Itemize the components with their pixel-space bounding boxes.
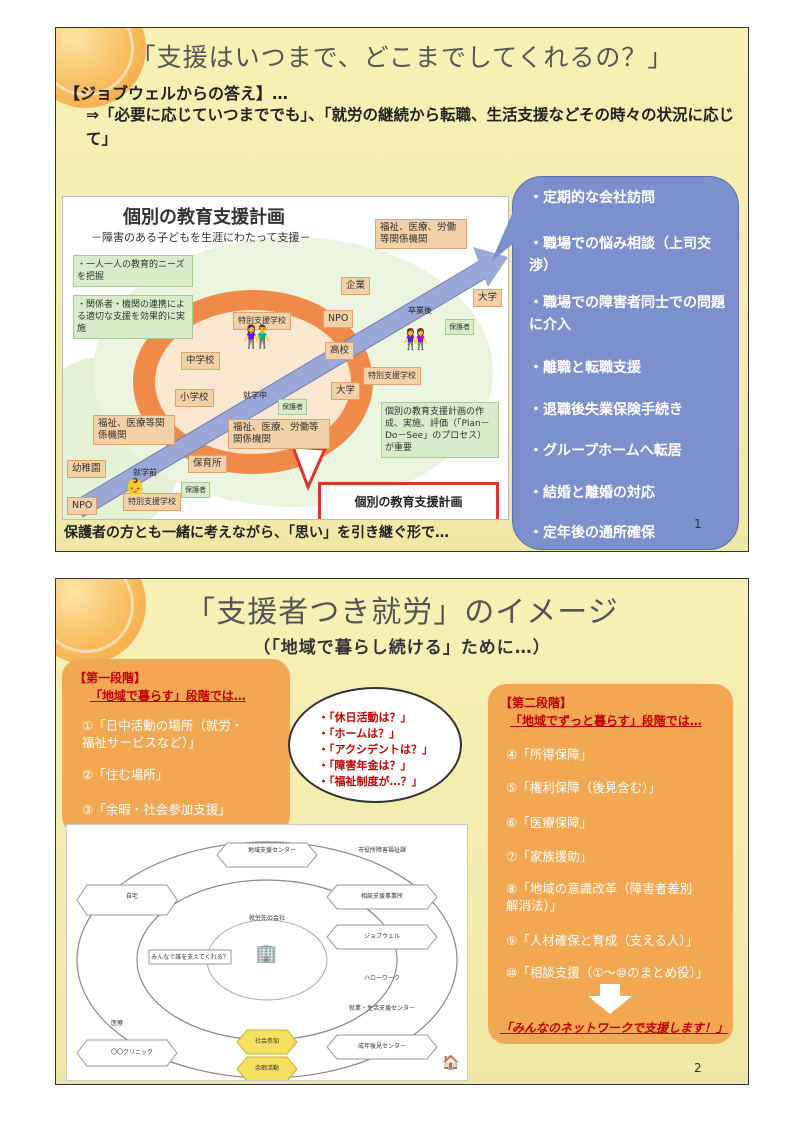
answer-heading: 【ジョブウェルからの答え】…	[64, 84, 289, 103]
stage-2-item-5: ⑤「権利保障（後見含む）」	[506, 780, 661, 795]
label-graduate: 卒業後	[408, 306, 432, 315]
questions-list: ・「休日活動は？」 ・「ホームは？」 ・「アクシデントは？」 ・「障害年金は？」…	[318, 710, 433, 790]
lifetime-arrow-head	[473, 247, 508, 287]
building-icon: 🏢	[255, 943, 278, 964]
stage-1-lead: 「地域で暮らす」段階では…	[90, 689, 246, 703]
node-center-question: みんなで誰を支えてくれる？	[151, 954, 229, 961]
node-social: 社会参加	[254, 1038, 279, 1045]
box-kindergarten: 幼稚園	[67, 460, 106, 478]
toddlers-illustration-icon: 👶	[125, 477, 145, 496]
label-guardian-top: 保護者	[445, 319, 474, 335]
node-job-center: 地域支援センター	[247, 847, 296, 854]
plan-note-pdcs: 個別の教育支援計画の作成、実施、評価（「Plan－Do－See」のプロセス）が重…	[381, 402, 499, 458]
label-guardian-bottom: 保護者	[181, 482, 210, 498]
stage-2-item-7: ⑦「家族援助」	[506, 849, 593, 864]
node-employer: 就労先の会社	[248, 915, 285, 922]
plan-note-cooperation: ・関係者・機関の連携による適切な支援を効果的に実施	[73, 295, 193, 339]
box-elementary: 小学校	[175, 389, 214, 407]
stage-2-item-9: ⑨「人材確保と育成（支える人）」	[506, 933, 699, 948]
stage-2-item-10: ⑩「相談支援（①～⑩のまとめ役）」	[506, 965, 709, 980]
support-network-map: 地域支援センター 市役所障害福祉課 自宅 相談支援事業所 ジョブウェル ハローワ…	[66, 824, 468, 1081]
label-preschool: 就学前	[133, 468, 157, 477]
slide-2: 「支援者つき就労」のイメージ （「地域で暮らし続ける」ために…） 【第一段階】 …	[55, 578, 749, 1085]
plan-callout-box: 個別の教育支援計画	[318, 482, 499, 519]
support-item-3: ・職場での障害者同士での問題に介入	[529, 295, 725, 333]
slide-subtitle: （「地域で暮らし続ける」ために…）	[253, 638, 551, 658]
box-university-top: 大学	[473, 289, 503, 307]
label-in-school: 就学中	[243, 391, 267, 400]
stage-2-item-4: ④「所得保障」	[506, 747, 593, 762]
plan-subtitle: －障害のある子どもを生涯にわたって支援－	[91, 231, 311, 244]
node-leisure: 余暇活動	[254, 1065, 279, 1072]
questions-cloud	[288, 687, 462, 803]
box-nursery: 保育所	[188, 455, 227, 473]
sun-ring-decoration	[56, 579, 134, 653]
question-4: ・「障害年金は？」	[318, 759, 412, 772]
node-clinic: 〇〇クリニック	[110, 1049, 153, 1056]
plan-callout-label: 個別の教育支援計画	[354, 495, 463, 509]
box-high-school: 高校	[325, 342, 355, 360]
answer-body: ⇒「必要に応じていつまででも」、「就労の継続から転職、生活支援などその時々の状況…	[86, 106, 735, 148]
stage-2-closing: 「みんなのネットワークで支援します！」	[500, 1021, 729, 1035]
node-life-center: 就業・生活支援センター	[348, 1005, 415, 1012]
support-item-2: ・職場での悩み相談（上司交渉）	[529, 236, 711, 274]
stage-2-item-6: ⑥「医療保障」	[506, 815, 593, 830]
bubble-tail	[491, 207, 521, 262]
support-items-bubble: ・定期的な会社訪問 ・職場での悩み相談（上司交渉） ・職場での障害者同士での問題…	[491, 176, 739, 550]
support-item-4: ・離職と転職支援	[529, 360, 641, 376]
box-special-school-1: 特別支援学校	[233, 312, 291, 330]
node-ward-office: 市役所障害福祉課	[357, 847, 406, 854]
support-item-6: ・グループホームへ転居	[529, 443, 682, 459]
stage-1-item-1: ①「日中活動の場所（就労・福祉サービスなど）」	[82, 718, 244, 750]
question-1: ・「休日活動は？」	[318, 711, 412, 724]
label-guardian-mid: 保護者	[278, 399, 307, 415]
page-number: 1	[694, 517, 702, 531]
box-npo-top: NPO	[323, 310, 354, 328]
question-2: ・「ホームは？」	[318, 727, 401, 740]
children-illustration-icon: 👫	[243, 325, 271, 350]
house-icon: 🏠	[442, 1055, 460, 1071]
support-item-5: ・退職後失業保険手続き	[529, 402, 683, 418]
node-hello-work: ハローワーク	[363, 975, 400, 982]
slide-footer: 保護者の方とも一緒に考えながら、「思い」を引き継ぐ形で…	[64, 525, 449, 541]
support-item-7: ・結婚と離婚の対応	[529, 485, 655, 501]
adults-illustration-icon: 👭	[403, 327, 428, 351]
question-5: ・「福祉制度が…？」	[318, 775, 423, 788]
box-special-school-2: 特別支援学校	[363, 367, 421, 385]
node-home: 自宅	[125, 893, 138, 900]
slide-title: 「支援はいつまで、どこまでしてくれるの？」	[130, 43, 674, 72]
question-3: ・「アクシデントは？」	[318, 743, 433, 756]
stage-1-item-3: ③「余暇・社会参加支援」	[82, 802, 231, 817]
orange-ring-inner	[155, 310, 351, 454]
page-number: 2	[694, 1061, 702, 1075]
stage-2-lead: 「地域でずっと暮らす」段階では…	[510, 714, 702, 728]
box-welfare-mid: 福祉、医療、労働等関係機関	[228, 419, 330, 449]
box-npo-bottom: NPO	[67, 497, 98, 515]
box-company: 企業	[341, 277, 371, 295]
slide-title: 「支援者つき就労」のイメージ	[185, 595, 619, 630]
stage-2-box: 【第二段階】 「地域でずっと暮らす」段階では… ④「所得保障」 ⑤「権利保障（後…	[488, 684, 733, 1044]
stage-1-box: 【第一段階】 「地域で暮らす」段階では… ①「日中活動の場所（就労・福祉サービス…	[62, 659, 290, 834]
support-item-8: ・定年後の通所確保	[529, 525, 655, 541]
stage-2-head: 【第二段階】	[500, 696, 573, 710]
node-job-well: ジョブウェル	[363, 933, 400, 940]
box-university-mid: 大学	[331, 382, 361, 400]
box-welfare-left: 福祉、医療等関係機関	[93, 415, 175, 445]
stage-2-item-8: ⑧「地域の意識改革（障害者差別解消法）」	[506, 881, 693, 913]
stage-1-head: 【第一段階】	[74, 671, 147, 685]
node-adult-center: 成年後見センター	[357, 1043, 406, 1050]
node-consult: 相談支援事業所	[360, 893, 403, 900]
plan-title: 個別の教育支援計画	[123, 207, 285, 228]
box-junior-high: 中学校	[181, 352, 220, 370]
node-medical: 医療	[110, 1020, 123, 1027]
education-plan-diagram: 個別の教育支援計画 －障害のある子どもを生涯にわたって支援－ ・一人一人の教育的…	[62, 196, 509, 520]
slide-1: 「支援はいつまで、どこまでしてくれるの？」 【ジョブウェルからの答え】… ⇒「必…	[55, 27, 749, 552]
box-special-school-3: 特別支援学校	[123, 493, 181, 511]
stage-1-item-2: ②「住む場所」	[82, 767, 169, 782]
down-arrow-icon	[588, 984, 632, 1014]
plan-note-needs: ・一人一人の教育的ニーズを把握	[73, 255, 193, 287]
network-rings	[76, 841, 458, 1080]
support-item-1: ・定期的な会社訪問	[529, 190, 655, 206]
box-welfare-top: 福祉、医療、労働等関係機関	[375, 219, 467, 249]
